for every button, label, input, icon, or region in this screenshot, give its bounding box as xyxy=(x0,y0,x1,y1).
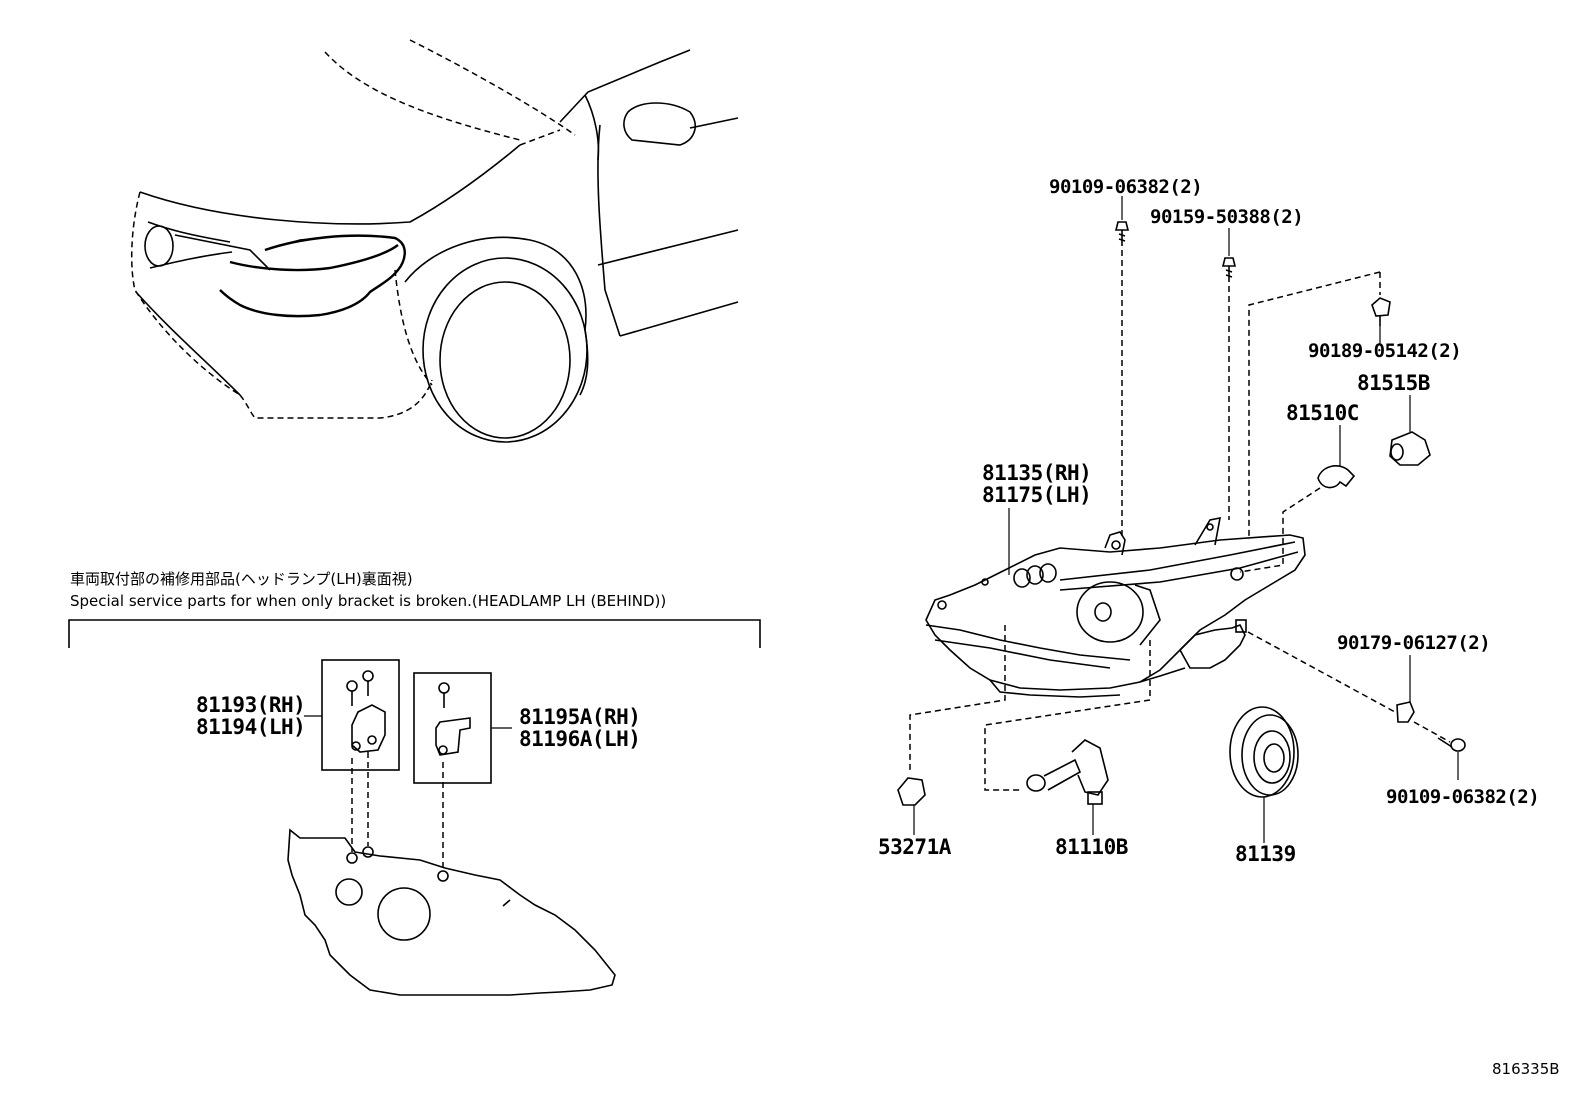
part-label-81110B: 81110B xyxy=(1055,835,1128,859)
bracket-screw-icon xyxy=(346,670,374,706)
part-label-81193: 81193(RH) xyxy=(196,693,306,717)
part-label-53271A: 53271A xyxy=(878,835,951,859)
headlamp-assembly xyxy=(925,516,1306,698)
note-japanese: 車両取付部の補修用部品(ヘッドランプ(LH)裏面視) xyxy=(70,570,413,588)
clip-icon xyxy=(1371,297,1391,326)
bulb-icon xyxy=(1317,465,1356,489)
socket-icon xyxy=(1389,431,1431,466)
halogen-bulb-icon xyxy=(1026,739,1109,805)
part-label-81510C: 81510C xyxy=(1286,401,1359,425)
part-label-90179: 90179-06127(2) xyxy=(1337,632,1491,654)
screw-icon xyxy=(1114,221,1130,246)
screw-icon xyxy=(1437,737,1466,752)
screw-icon xyxy=(1221,257,1237,282)
figure-id: 816335B xyxy=(1492,1060,1560,1078)
part-label-90159: 90159-50388(2) xyxy=(1150,206,1304,228)
note-english: Special service parts for when only brac… xyxy=(70,592,667,610)
car-front-illustration xyxy=(130,39,739,443)
part-label-81194: 81194(LH) xyxy=(196,715,306,739)
part-label-90109-top: 90109-06382(2) xyxy=(1049,176,1203,198)
part-label-81196A: 81196A(LH) xyxy=(519,727,641,751)
part-label-81175: 81175(LH) xyxy=(982,483,1092,507)
clip-icon xyxy=(897,777,926,806)
part-label-90189: 90189-05142(2) xyxy=(1308,340,1462,362)
part-label-81135: 81135(RH) xyxy=(982,461,1092,485)
bracket-screw-icon xyxy=(438,682,450,708)
leader-lines xyxy=(897,196,1466,843)
bracket-section xyxy=(68,619,761,996)
nut-icon xyxy=(1396,701,1415,723)
dust-cover-icon xyxy=(1229,706,1299,798)
part-label-81139: 81139 xyxy=(1235,842,1296,866)
part-label-90109-bottom: 90109-06382(2) xyxy=(1386,786,1540,808)
part-label-81515B: 81515B xyxy=(1357,371,1430,395)
part-label-81195A: 81195A(RH) xyxy=(519,705,641,729)
